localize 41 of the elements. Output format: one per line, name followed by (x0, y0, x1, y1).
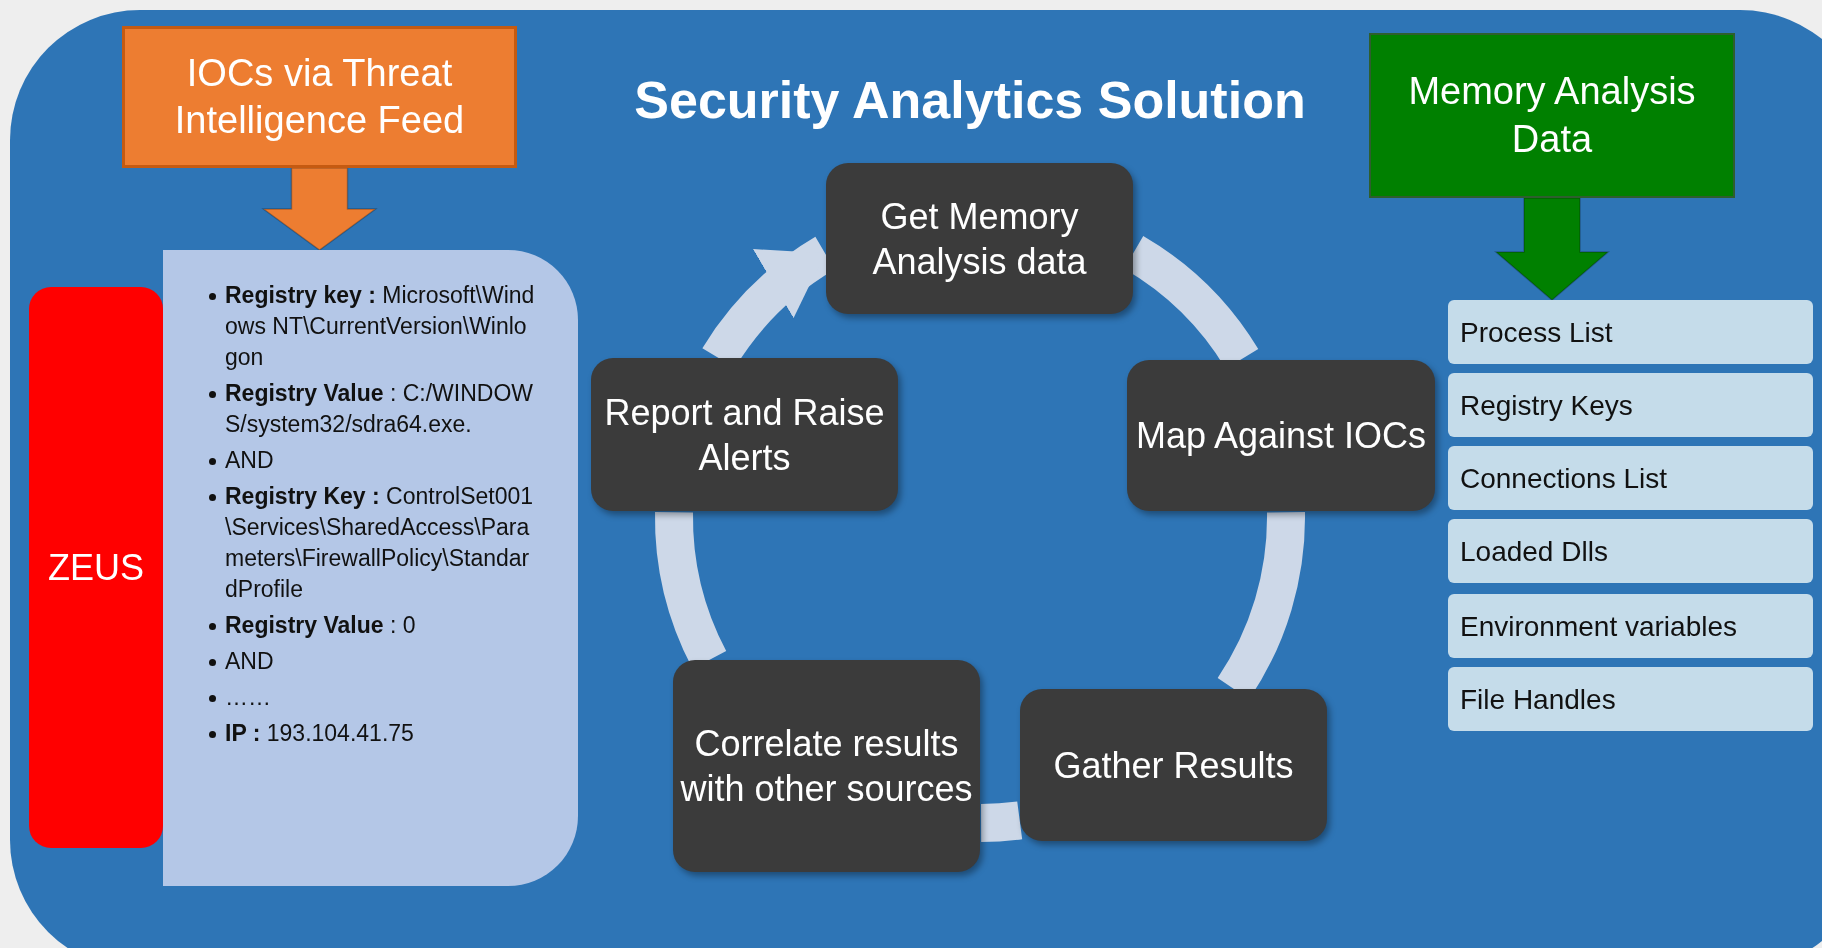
malware-name: ZEUS (48, 546, 144, 590)
data-source-box (1369, 33, 1735, 198)
block-arrow (1493, 197, 1611, 301)
data-item-box (1448, 446, 1813, 510)
item-label: Loaded Dlls (1460, 534, 1608, 569)
item-label: Registry Keys (1460, 388, 1633, 423)
block-arrow (261, 167, 378, 251)
bullet-item: AND (225, 648, 274, 674)
process-step-box (826, 163, 1133, 314)
process-step-box (1127, 360, 1435, 511)
feed-box (122, 26, 517, 168)
step-label: Correlate results with other sources (679, 722, 974, 811)
bullet-item: IP : 193.104.41.75 (225, 720, 414, 746)
process-step-box (591, 358, 898, 511)
data-item-box (1448, 594, 1813, 658)
item-label: Connections List (1460, 461, 1667, 496)
box-title: IOCs via Threat Intelligence Feed (173, 50, 466, 143)
data-item-box (1448, 373, 1813, 437)
malware-bar (29, 287, 163, 848)
step-label: Map Against IOCs (1135, 414, 1427, 458)
bullet-item: Registry Value : C:/WINDOWS/system32/sdra64.exe. (225, 380, 533, 437)
process-step-box (673, 660, 980, 872)
data-item-box (1448, 667, 1813, 731)
ioc-panel (163, 250, 578, 886)
step-label: Gather Results (1053, 743, 1294, 788)
step-label: Report and Raise Alerts (603, 390, 886, 480)
bullet-item: Registry Value : 0 (225, 612, 416, 638)
bullet-item: Registry key : Microsoft\Windows NT\CurrentVersion\Winlogon (225, 282, 535, 370)
box-title: Memory Analysis Data (1407, 69, 1697, 162)
data-item-box (1448, 519, 1813, 583)
step-label: Get Memory Analysis data (871, 194, 1088, 284)
process-step-box (1020, 689, 1327, 841)
item-label: Process List (1460, 315, 1613, 350)
diagram-title: Security Analytics Solution (633, 70, 1307, 130)
data-item-box (1448, 300, 1813, 364)
cycle-connector (980, 801, 1022, 842)
bullet-item: AND (225, 447, 274, 473)
item-label: File Handles (1460, 682, 1616, 717)
item-label: Environment variables (1460, 609, 1738, 644)
bullet-item: Registry Key : ControlSet001\Services\SharedAccess\Parameters\FirewallPolicy\StandardProfile (225, 483, 534, 602)
bullet-item: …… (225, 684, 271, 710)
